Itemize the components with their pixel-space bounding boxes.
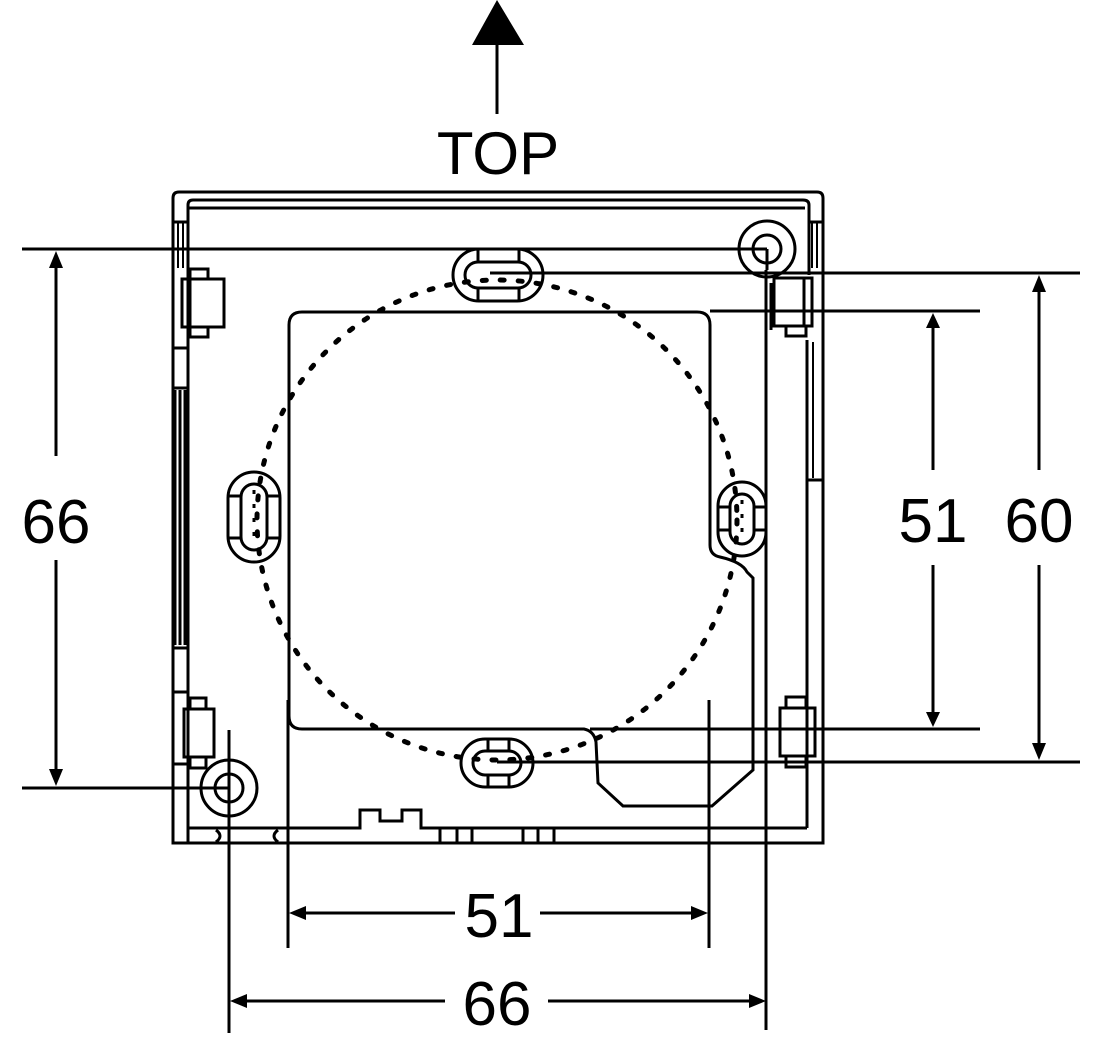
mounting-circle-dashed — [254, 277, 740, 763]
slot-hole-right — [716, 480, 768, 558]
up-arrow-icon — [472, 0, 524, 45]
side-clips — [180, 267, 817, 770]
dimension-label: 51 — [899, 487, 968, 556]
dimension-right-51: 51 — [899, 313, 968, 727]
slot-hole-left — [226, 470, 282, 564]
extension-lines — [22, 247, 1080, 1033]
dimension-left-66: 66 — [22, 251, 91, 786]
dimension-label: 66 — [463, 970, 532, 1039]
dimension-right-60: 60 — [1005, 275, 1074, 760]
dimension-label: 51 — [465, 882, 534, 951]
dimension-bottom-51: 51 — [289, 882, 708, 951]
dimension-label: 60 — [1005, 487, 1074, 556]
top-label: TOP — [437, 120, 559, 187]
dimension-label: 66 — [22, 488, 91, 557]
inner-opening — [287, 310, 755, 808]
dimension-bottom-66: 66 — [230, 970, 766, 1039]
top-orientation-indicator: TOP — [437, 0, 559, 187]
housing-outline — [171, 190, 825, 845]
slot-hole-top — [451, 247, 545, 303]
